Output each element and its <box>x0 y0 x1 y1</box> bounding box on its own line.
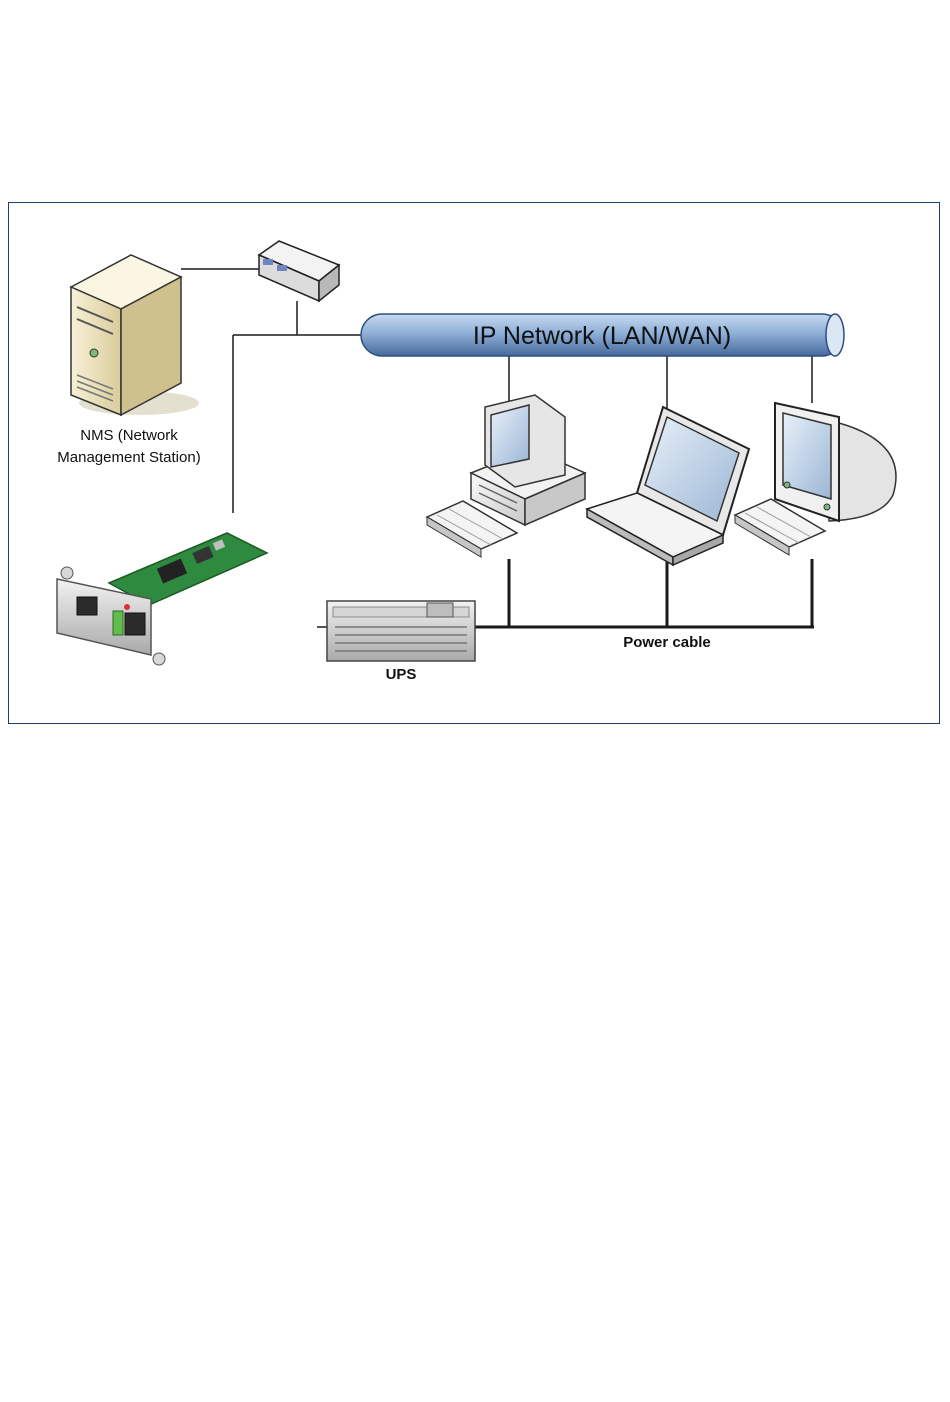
ups-icon <box>327 601 475 661</box>
desktop-pc-icon <box>471 395 585 525</box>
server-icon <box>71 255 199 415</box>
network-diagram: IP Network (LAN/WAN) NMS (Network Manage… <box>9 203 941 725</box>
ip-network-pipe: IP Network (LAN/WAN) <box>361 314 844 356</box>
nms-label-line2: Management Station) <box>57 449 200 466</box>
diagram-frame: IP Network (LAN/WAN) NMS (Network Manage… <box>8 202 940 724</box>
crt-monitor-icon <box>775 403 896 521</box>
laptop-icon <box>587 407 749 565</box>
network-switch-icon <box>259 241 339 301</box>
network-card-icon <box>57 533 267 665</box>
nms-label-line1: NMS (Network <box>80 427 178 444</box>
power-cable-label: Power cable <box>623 634 711 651</box>
ups-label: UPS <box>386 666 417 683</box>
network-label: IP Network (LAN/WAN) <box>473 322 731 350</box>
